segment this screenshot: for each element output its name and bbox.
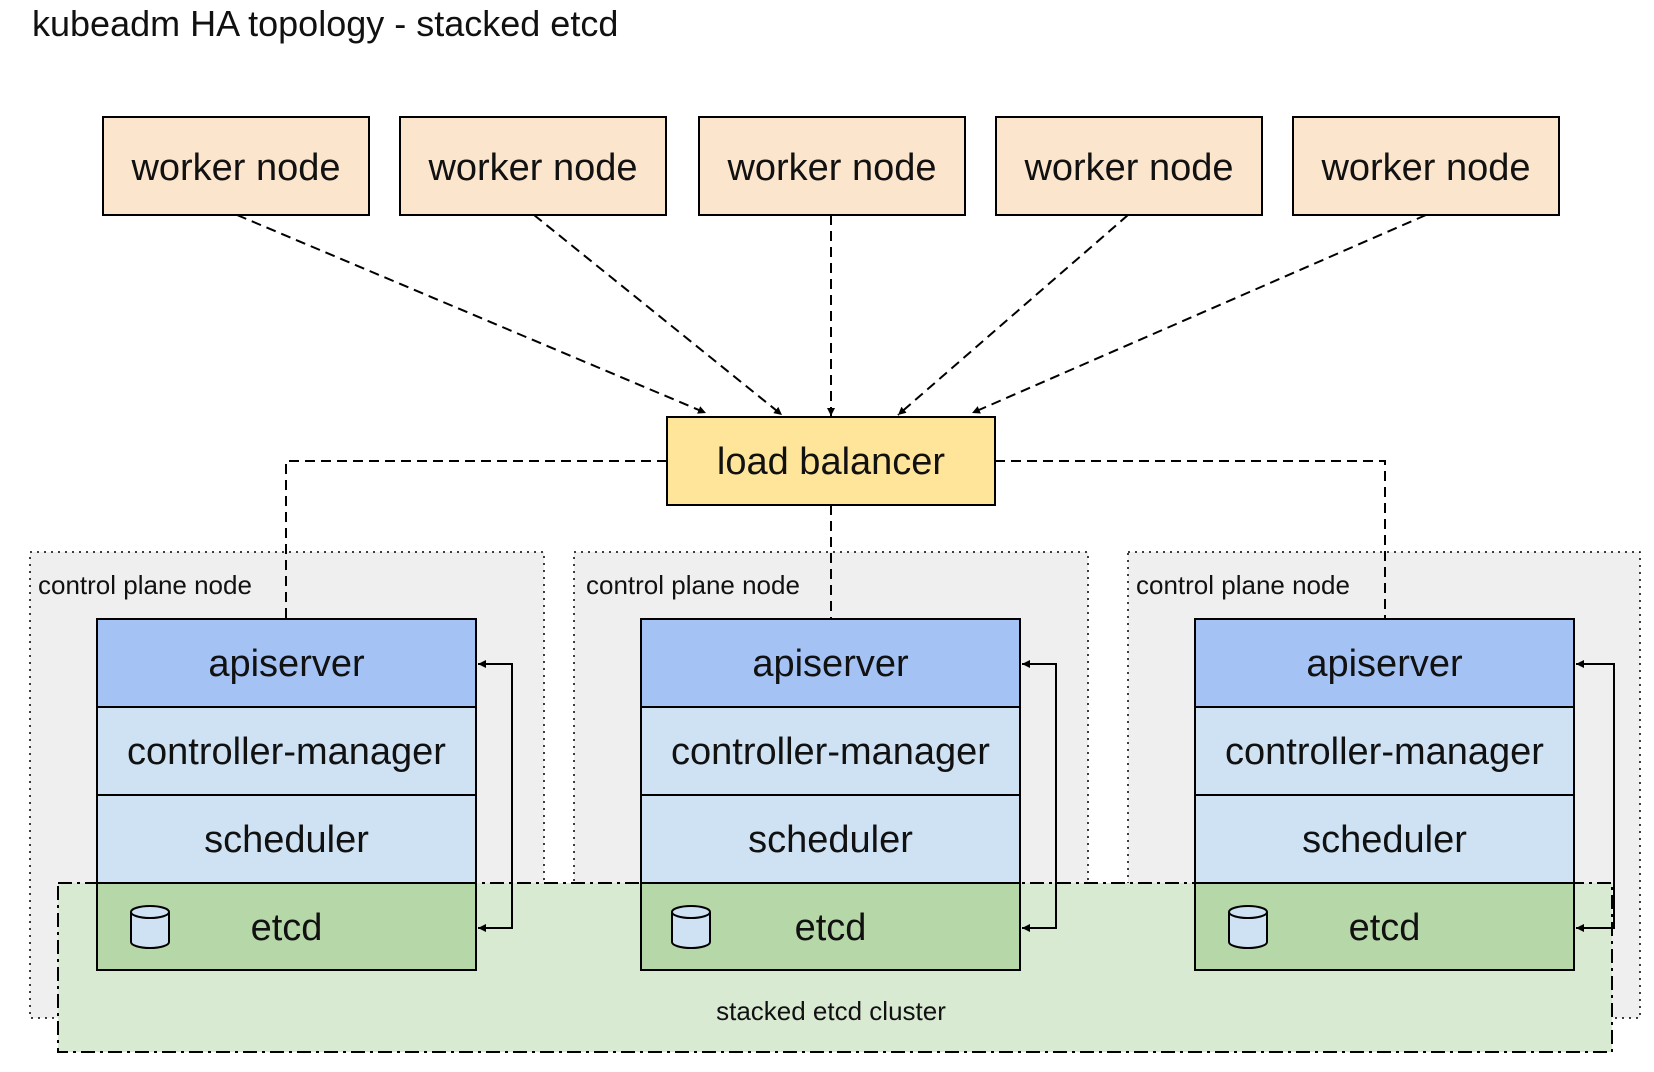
worker-to-lb-link: [897, 214, 1129, 416]
load-balancer-label: load balancer: [717, 441, 946, 483]
worker-node-label: worker node: [427, 147, 637, 189]
worker-to-lb-link: [236, 214, 707, 414]
scheduler-label: scheduler: [748, 819, 913, 861]
controller-manager-box: [640, 706, 1021, 796]
scheduler-box: [640, 794, 1021, 884]
worker-to-lb-link: [533, 214, 783, 416]
lb-to-apiserver-link: [995, 460, 1386, 619]
controller-manager-label: controller-manager: [1225, 731, 1544, 773]
load-balancer-box: [666, 416, 996, 506]
apiserver-label: apiserver: [1306, 643, 1463, 685]
apiserver-box: [96, 618, 477, 708]
load-balancer: load balancer: [666, 416, 996, 506]
etcd-cluster-label: stacked etcd cluster: [716, 996, 946, 1026]
controller-manager-box: [96, 706, 477, 796]
database-cylinder-icon: [671, 905, 711, 949]
worker-node-2: worker node: [399, 116, 667, 216]
controller-manager-box: [1194, 706, 1575, 796]
diagram-title: kubeadm HA topology - stacked etcd: [32, 3, 618, 44]
etcd-label: etcd: [1349, 907, 1421, 949]
worker-node-label: worker node: [1023, 147, 1233, 189]
database-cylinder-icon: [130, 905, 170, 949]
controller-manager-label: controller-manager: [671, 731, 990, 773]
component-stack-1: apiserver controller-manager scheduler e…: [96, 618, 477, 971]
control-plane-node-label: control plane node: [586, 570, 800, 600]
worker-node-box: [1292, 116, 1560, 216]
apiserver-label: apiserver: [208, 643, 365, 685]
worker-node-box: [698, 116, 966, 216]
worker-node-label: worker node: [1320, 147, 1530, 189]
database-cylinder-icon: [1228, 905, 1268, 949]
component-stack-3: apiserver controller-manager scheduler e…: [1194, 618, 1575, 971]
etcd-apiserver-link: [1576, 660, 1615, 932]
lb-to-apiserver-link: [285, 460, 667, 619]
worker-node-3: worker node: [698, 116, 966, 216]
worker-node-box: [995, 116, 1263, 216]
control-plane-node-label: control plane node: [1136, 570, 1350, 600]
etcd-label: etcd: [795, 907, 867, 949]
worker-node-label: worker node: [130, 147, 340, 189]
component-stack-2: apiserver controller-manager scheduler e…: [640, 618, 1021, 971]
etcd-apiserver-link: [1022, 660, 1057, 932]
scheduler-box: [96, 794, 477, 884]
worker-node-5: worker node: [1292, 116, 1560, 216]
etcd-label: etcd: [251, 907, 323, 949]
control-plane-node-label: control plane node: [38, 570, 252, 600]
worker-node-box: [102, 116, 370, 216]
scheduler-box: [1194, 794, 1575, 884]
worker-node-box: [399, 116, 667, 216]
worker-node-4: worker node: [995, 116, 1263, 216]
etcd-apiserver-link: [478, 660, 513, 932]
worker-to-lb-link: [971, 214, 1427, 414]
scheduler-label: scheduler: [1302, 819, 1467, 861]
controller-manager-label: controller-manager: [127, 731, 446, 773]
worker-node-1: worker node: [102, 116, 370, 216]
scheduler-label: scheduler: [204, 819, 369, 861]
worker-node-label: worker node: [726, 147, 936, 189]
apiserver-label: apiserver: [752, 643, 909, 685]
